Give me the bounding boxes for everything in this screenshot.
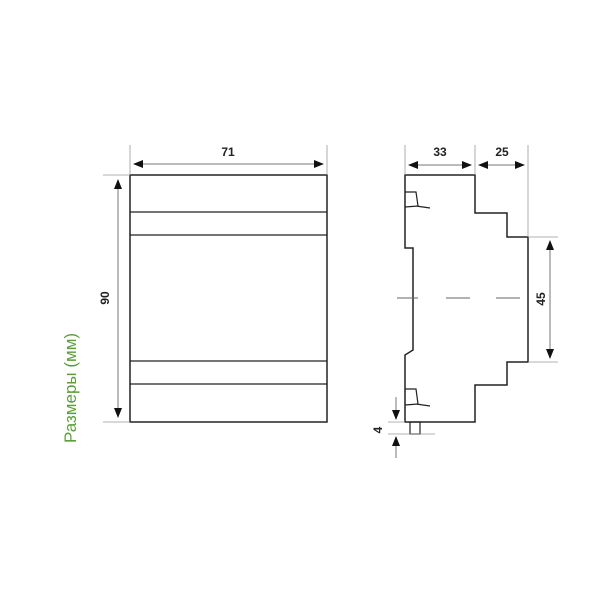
front-view	[103, 145, 328, 423]
units-caption: Размеры (мм)	[61, 333, 80, 443]
front-height-label: 45	[534, 292, 548, 306]
side-profile	[404, 174, 529, 423]
foot-label: 4	[371, 426, 385, 433]
width-label: 71	[221, 145, 235, 159]
depth-label: 33	[433, 145, 447, 159]
side-view	[388, 145, 558, 458]
din-foot	[409, 421, 421, 435]
step-label: 25	[495, 145, 509, 159]
height-label: 90	[98, 291, 112, 305]
top-clip	[404, 191, 431, 209]
front-body	[129, 174, 328, 423]
bottom-clip	[404, 388, 431, 407]
